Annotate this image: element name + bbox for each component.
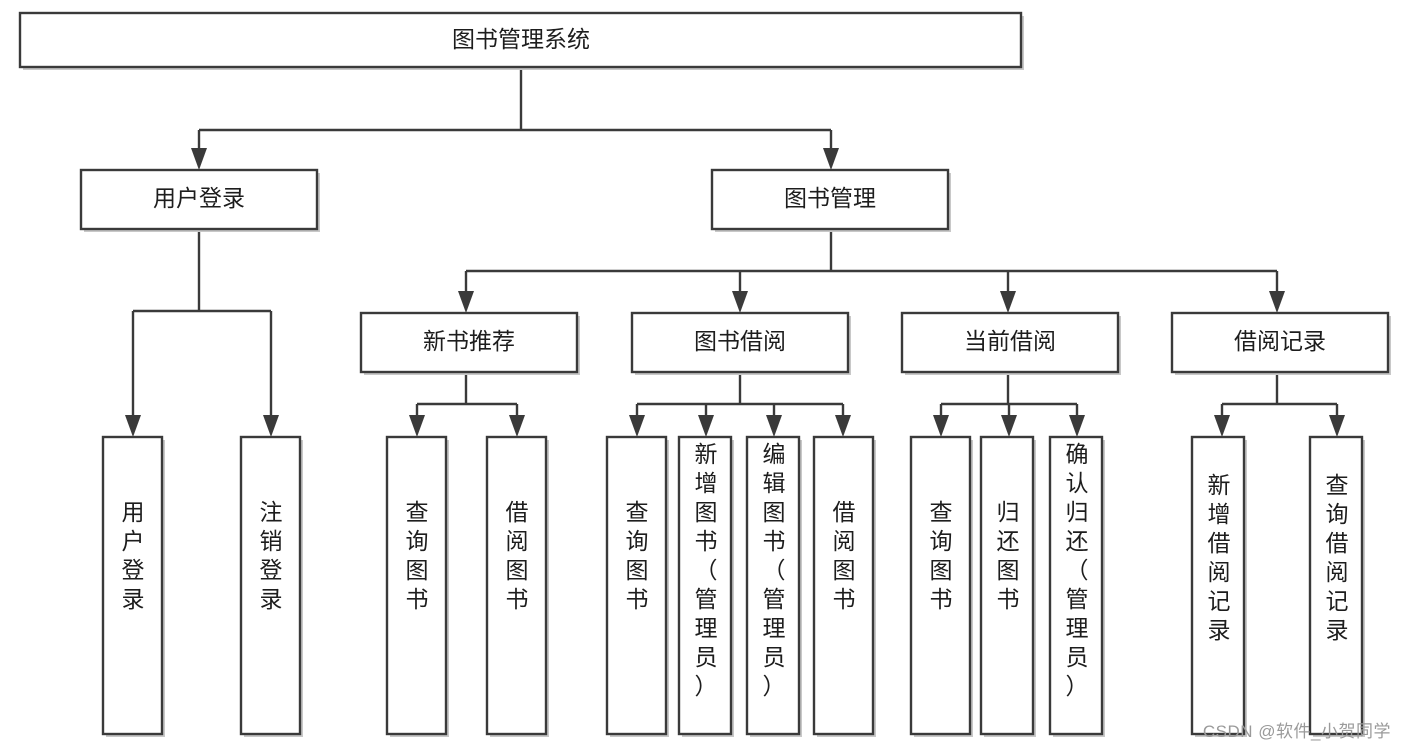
node-borrow[interactable]: 图书借阅 xyxy=(630,311,851,375)
connector-group-borrow xyxy=(629,375,851,437)
connector-group-login xyxy=(125,232,279,437)
connector-group-root xyxy=(191,67,839,170)
node-leaf6-box[interactable] xyxy=(677,435,733,736)
arrow-head-records xyxy=(1269,291,1285,313)
arrow-head-leaf10 xyxy=(1001,415,1017,437)
node-leaf5-box[interactable] xyxy=(605,435,668,736)
arrow-head-leaf8 xyxy=(835,415,851,437)
node-newbook-box[interactable] xyxy=(359,311,579,374)
arrow-head-leaf11 xyxy=(1069,415,1085,437)
node-leaf10-label: 归还图书 xyxy=(997,499,1020,612)
arrow-head-login xyxy=(191,148,207,170)
arrow-head-leaf12 xyxy=(1214,415,1230,437)
arrow-head-bookmgmt xyxy=(823,148,839,170)
arrow-head-leaf1 xyxy=(125,415,141,437)
arrow-head-leaf13 xyxy=(1329,415,1345,437)
node-leaf1-box[interactable] xyxy=(101,435,164,736)
node-records[interactable]: 借阅记录 xyxy=(1170,311,1391,375)
node-leaf5-label: 查询图书 xyxy=(626,499,649,612)
node-leaf-query-book-3[interactable]: 查询图书 xyxy=(909,435,973,737)
node-leaf6-label: 新增图书（管理员） xyxy=(695,441,718,699)
arrow-head-leaf4 xyxy=(509,415,525,437)
node-newbook[interactable]: 新书推荐 xyxy=(359,311,580,375)
arrow-head-newbook xyxy=(458,291,474,313)
arrow-head-leaf2 xyxy=(263,415,279,437)
node-newbook-label: 新书推荐 xyxy=(423,328,515,354)
node-leaf10-box[interactable] xyxy=(979,435,1035,736)
node-borrow-label: 图书借阅 xyxy=(694,328,786,354)
node-leaf4-box[interactable] xyxy=(485,435,548,736)
node-leaf-query-book-1[interactable]: 查询图书 xyxy=(385,435,449,737)
node-current[interactable]: 当前借阅 xyxy=(900,311,1121,375)
node-records-label: 借阅记录 xyxy=(1234,328,1326,354)
node-borrow-box[interactable] xyxy=(630,311,850,374)
connector-group-current xyxy=(933,375,1085,437)
node-bookmgmt-label: 图书管理 xyxy=(784,185,876,211)
arrow-head-current xyxy=(1000,291,1016,313)
node-bookmgmt[interactable]: 图书管理 xyxy=(710,168,951,232)
node-leaf12-box[interactable] xyxy=(1190,435,1246,736)
node-leaf8-box[interactable] xyxy=(812,435,875,736)
node-login-label: 用户登录 xyxy=(153,185,245,211)
node-current-label: 当前借阅 xyxy=(964,328,1056,354)
arrow-head-borrow xyxy=(732,291,748,313)
node-leaf12-label: 新增借阅记录 xyxy=(1208,472,1231,643)
node-leaf-borrow-book-1[interactable]: 借阅图书 xyxy=(485,435,549,737)
node-login[interactable]: 用户登录 xyxy=(79,168,320,232)
connector-group-records xyxy=(1214,375,1345,437)
node-leaf1-label: 用户登录 xyxy=(122,499,145,612)
node-leaf2-box[interactable] xyxy=(239,435,302,736)
node-leaf9-label: 查询图书 xyxy=(930,499,953,612)
node-records-box[interactable] xyxy=(1170,311,1390,374)
node-leaf-add-borrow-record[interactable]: 新增借阅记录 xyxy=(1190,435,1247,737)
node-current-box[interactable] xyxy=(900,311,1120,374)
node-leaf13-label: 查询借阅记录 xyxy=(1326,472,1349,643)
node-leaf-user-login[interactable]: 用户登录 xyxy=(101,435,165,737)
node-leaf3-box[interactable] xyxy=(385,435,448,736)
node-leaf3-label: 查询图书 xyxy=(406,499,429,612)
node-leaf7-label: 编辑图书（管理员） xyxy=(763,441,786,699)
node-leaf-borrow-book-2[interactable]: 借阅图书 xyxy=(812,435,876,737)
arrow-head-leaf6 xyxy=(698,415,714,437)
node-leaf-confirm-return-admin[interactable]: 确认归还（管理员） xyxy=(1048,435,1105,737)
node-leaf9-box[interactable] xyxy=(909,435,972,736)
arrow-head-leaf7 xyxy=(766,415,782,437)
node-leaf7-box[interactable] xyxy=(745,435,801,736)
node-leaf-add-book-admin[interactable]: 新增图书（管理员） xyxy=(677,435,734,737)
connector-group-newbook xyxy=(409,375,525,437)
node-leaf-return-book[interactable]: 归还图书 xyxy=(979,435,1036,737)
node-login-box[interactable] xyxy=(79,168,319,231)
arrow-head-leaf5 xyxy=(629,415,645,437)
node-leaf-query-borrow-record[interactable]: 查询借阅记录 xyxy=(1308,435,1365,737)
node-leaf13-box[interactable] xyxy=(1308,435,1364,736)
node-leaf-edit-book-admin[interactable]: 编辑图书（管理员） xyxy=(745,435,802,737)
arrow-head-leaf9 xyxy=(933,415,949,437)
node-root-label: 图书管理系统 xyxy=(452,26,590,52)
node-leaf11-label: 确认归还（管理员） xyxy=(1066,441,1089,699)
node-leaf2-label: 注销登录 xyxy=(260,499,283,612)
node-leaf11-box[interactable] xyxy=(1048,435,1104,736)
node-leaf4-label: 借阅图书 xyxy=(506,499,529,612)
connector-group-bookmgmt xyxy=(458,232,1285,313)
arrow-head-leaf3 xyxy=(409,415,425,437)
node-leaf8-label: 借阅图书 xyxy=(833,499,856,612)
node-leaf-logout[interactable]: 注销登录 xyxy=(239,435,303,737)
node-leaf-query-book-2[interactable]: 查询图书 xyxy=(605,435,669,737)
node-root-box[interactable] xyxy=(18,11,1023,69)
node-root[interactable]: 图书管理系统 xyxy=(18,11,1024,70)
node-bookmgmt-box[interactable] xyxy=(710,168,950,231)
